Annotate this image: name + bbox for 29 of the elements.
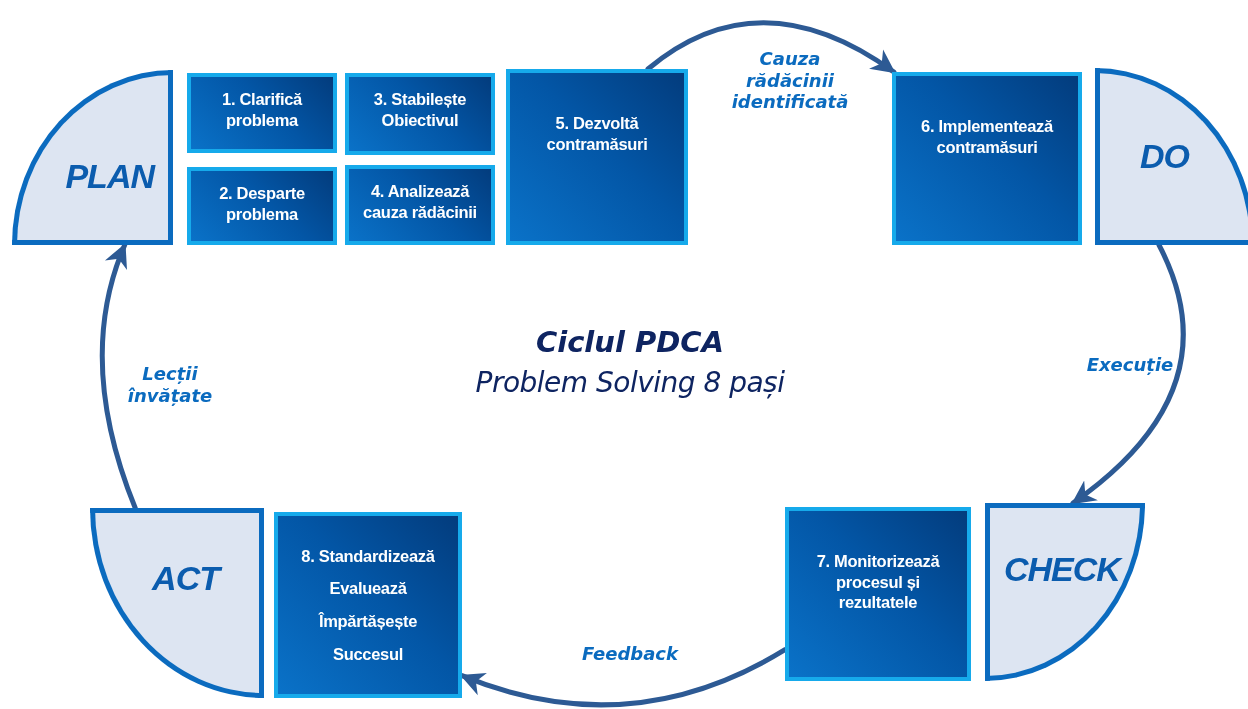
step-box: [345, 165, 495, 245]
step-box: [785, 507, 971, 681]
step-text: 5. Dezvoltă contramăsuri: [545, 113, 649, 155]
edge-label: Execuție: [1085, 354, 1175, 376]
step-box: [892, 72, 1082, 245]
step-text: Succesul: [332, 643, 404, 665]
edge-label: Cauza rădăcinii identificată: [730, 48, 850, 113]
step-text: Evaluează: [329, 578, 407, 599]
diagram-title: Ciclul PDCA: [534, 325, 726, 359]
edge-label: Lecții învățate: [126, 363, 214, 407]
step-box: [506, 69, 688, 245]
step-text: 2. Desparte problema: [218, 183, 306, 225]
step-text: 4. Analizează cauza rădăcinii: [362, 181, 478, 223]
step-box: [274, 512, 462, 698]
phase-label: PLAN: [65, 157, 154, 196]
phase-label: DO: [1140, 137, 1189, 176]
step-text: 1. Clarifică problema: [221, 89, 304, 131]
step-text: Împărtășește: [318, 611, 418, 632]
step-text: 3. Stabilește Obiectivul: [372, 89, 468, 131]
step-box: [345, 73, 495, 155]
step-box: [187, 73, 337, 153]
curved-arrow: [645, 20, 897, 75]
diagram-subtitle: Problem Solving 8 pași: [474, 366, 786, 399]
step-text: 7. Monitorizează procesul și rezultatele: [815, 551, 941, 613]
step-text: 6. Implementează contramăsuri: [920, 116, 1055, 158]
quarter-circle-panel: [1095, 68, 1248, 245]
step-box: [187, 167, 337, 245]
step-text: 8. Standardizează: [301, 545, 435, 567]
edge-label: Feedback: [581, 643, 680, 665]
